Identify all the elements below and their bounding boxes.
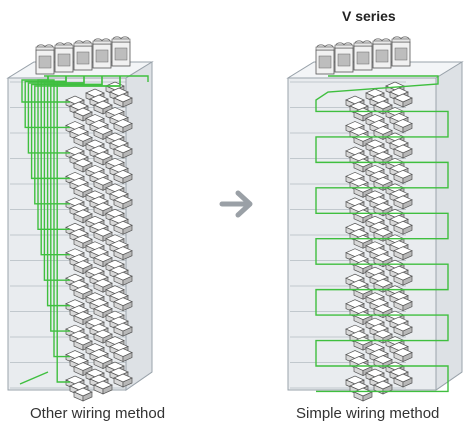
outdoor-unit xyxy=(73,40,93,71)
left-building xyxy=(6,36,154,402)
right-wiring xyxy=(315,75,449,393)
roof-wiring xyxy=(44,75,149,82)
right-building xyxy=(286,36,464,402)
outdoor-unit xyxy=(334,42,354,73)
outdoor-unit xyxy=(315,44,335,75)
right-caption: Simple wiring method xyxy=(296,405,440,422)
wiring-run xyxy=(56,76,70,383)
arrow-right-icon xyxy=(219,190,253,218)
wiring-run xyxy=(47,76,70,358)
outdoor-unit xyxy=(353,40,373,71)
wiring-run xyxy=(46,76,103,307)
outdoor-unit xyxy=(391,36,411,67)
left-wiring xyxy=(19,75,149,385)
outdoor-unit xyxy=(35,44,55,75)
outdoor-unit xyxy=(372,38,392,69)
wiring-run xyxy=(43,76,85,281)
outdoor-unit xyxy=(92,38,112,69)
outdoor-unit xyxy=(54,42,74,73)
wiring-chain xyxy=(315,75,449,393)
left-caption: Other wiring method xyxy=(30,405,166,422)
outdoor-unit xyxy=(111,36,131,67)
base-wiring xyxy=(19,371,49,385)
series-title: V series xyxy=(342,8,396,24)
